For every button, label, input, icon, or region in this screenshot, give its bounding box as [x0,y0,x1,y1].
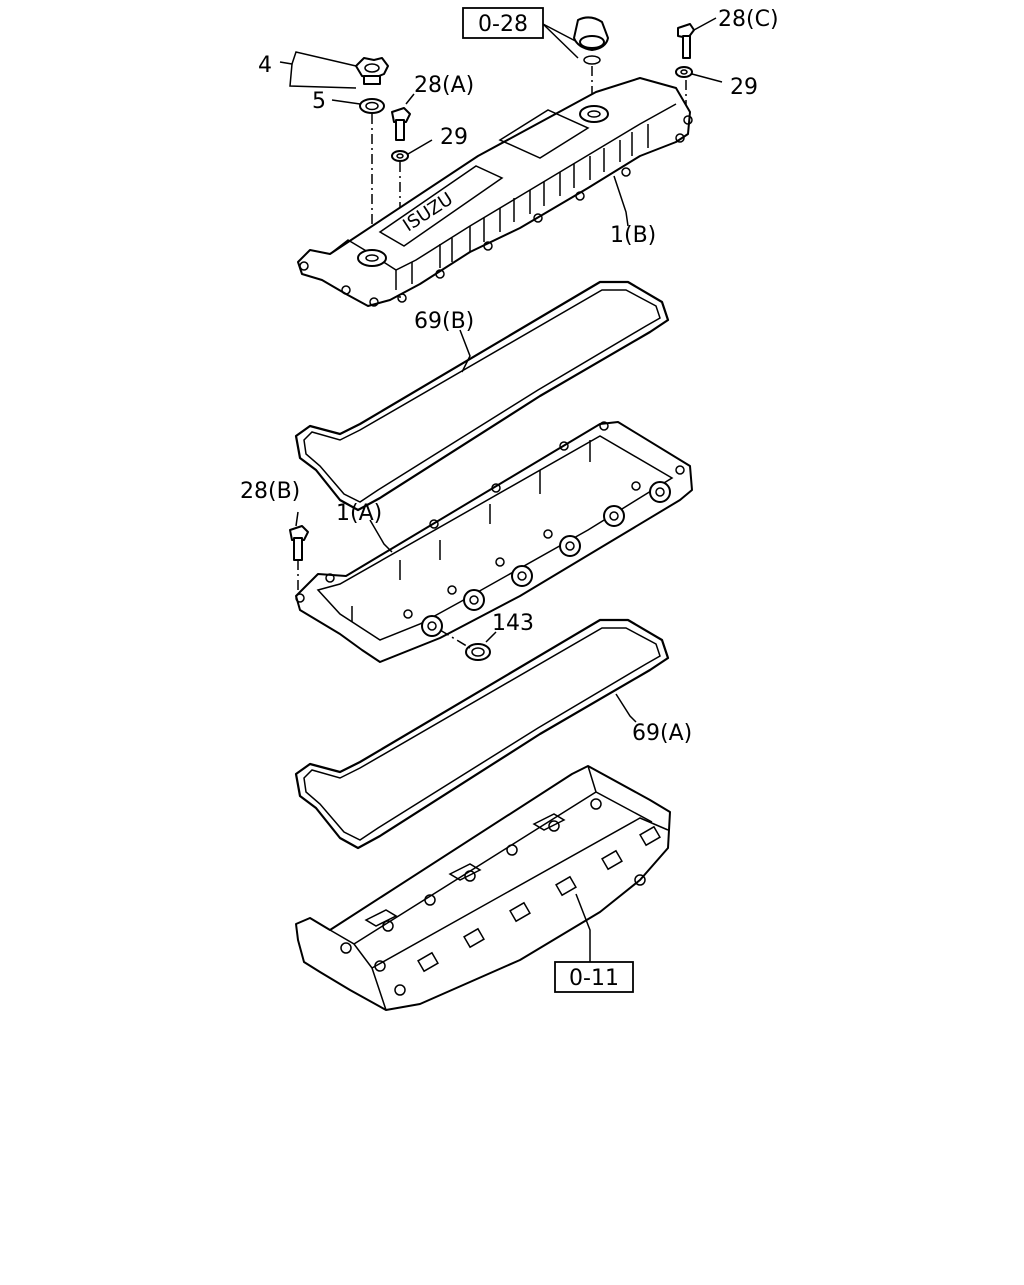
label-28a: 28(A) [414,73,474,98]
cylinder-head [295,765,671,1011]
seal-143 [465,643,491,661]
washer-29-right [675,66,693,78]
label-69a: 69(A) [632,721,692,746]
oil-filler-cap-4 [355,57,389,85]
breather-cap [573,16,609,65]
gasket-69b [294,280,670,512]
label-28b: 28(B) [240,479,300,504]
label-69b: 69(B) [414,309,474,334]
seal-ring-5 [359,98,385,114]
bolt-28c [677,23,695,59]
cylinder-head-cover-1a [295,421,693,663]
bolt-28b [289,525,309,561]
washer-29-left [391,150,409,162]
label-5: 5 [312,89,326,114]
ref-label-0-11: 0-11 [569,966,619,991]
cylinder-head-cover-1b: ISUZU [297,77,693,307]
bolt-28a [391,107,411,141]
gasket-69a [294,618,670,850]
label-143: 143 [492,611,534,636]
label-28c: 28(C) [718,7,779,32]
ref-box-0-11[interactable]: 0-11 [554,961,634,993]
ref-label-0-28: 0-28 [478,12,528,37]
ref-box-0-28[interactable]: 0-28 [462,7,544,39]
label-29-left: 29 [440,125,468,150]
label-4: 4 [258,53,272,78]
label-1a: 1(A) [336,501,382,526]
label-29-right: 29 [730,75,758,100]
label-1b: 1(B) [610,223,656,248]
